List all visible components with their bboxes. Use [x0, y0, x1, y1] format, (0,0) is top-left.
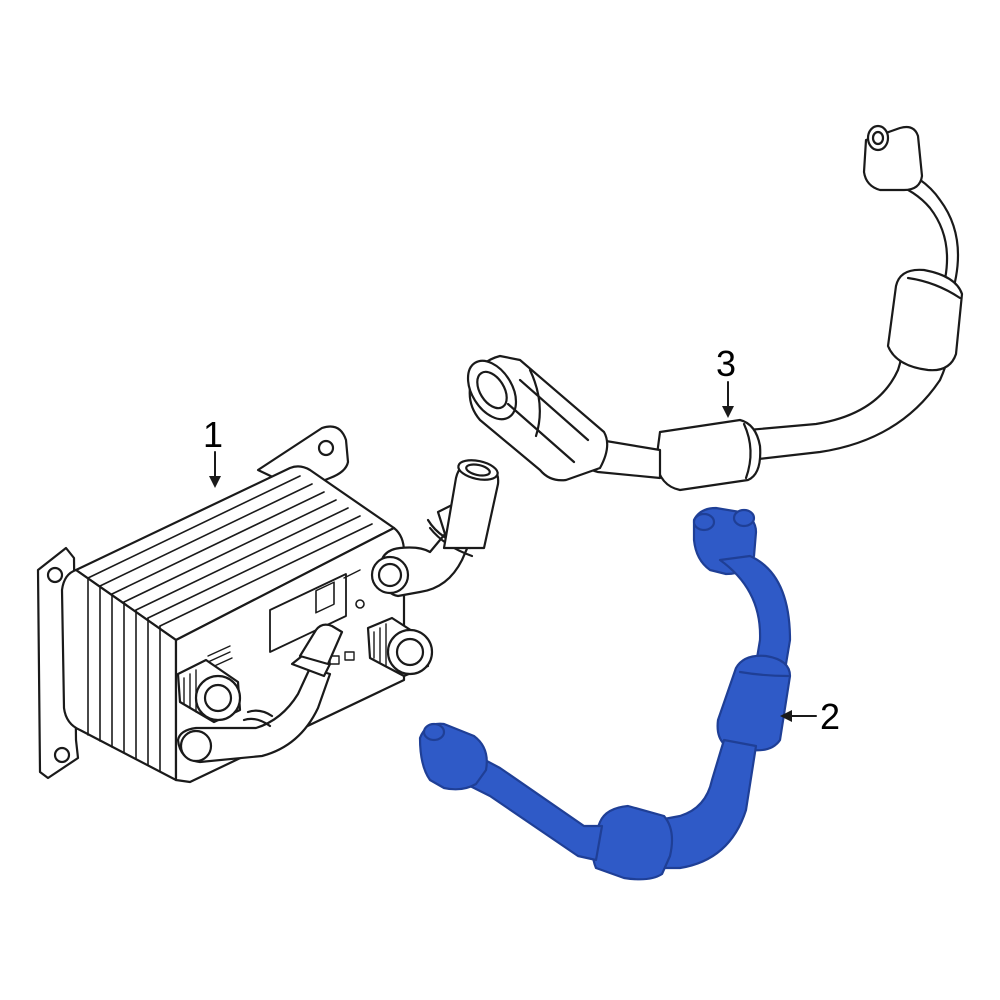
upper-line-ferrule-top-edge — [906, 276, 962, 300]
upper-line-ferrule-top — [886, 268, 964, 372]
upper-line-flange-top — [862, 124, 924, 192]
callout-label-1: 1 — [203, 414, 223, 455]
cooler-left-fitting — [176, 658, 242, 724]
cooler-lower-tube — [176, 623, 344, 764]
cooler-label-square — [315, 581, 335, 614]
lower-line-hose — [646, 738, 758, 870]
lower-line-ferrule-upper-edge — [738, 670, 790, 678]
cooler-line-upper[interactable]: 3 — [458, 124, 964, 492]
callout-arrow-3 — [722, 406, 734, 418]
oil-cooler[interactable]: 1 — [36, 414, 500, 784]
upper-line-ferrule-mid-seam — [742, 422, 752, 480]
callout-label-2: 2 — [820, 696, 840, 737]
cooler-right-fitting — [366, 616, 434, 678]
upper-line-ferrule-mid — [654, 418, 762, 492]
callout-arrow-2 — [780, 710, 792, 722]
cooler-side-ribs — [87, 577, 161, 772]
lower-line-upper-tube — [718, 554, 792, 666]
flange-bolt-hole-upper — [46, 566, 64, 584]
lower-line-flange-bottom — [418, 722, 488, 791]
cooler-elbow-tube-end — [442, 459, 500, 550]
cooler-line-highlighted[interactable]: 2 — [418, 506, 840, 881]
callout-label-3: 3 — [716, 343, 736, 384]
flange-bolt-hole-top — [317, 439, 335, 457]
flange-bolt-hole-lower — [53, 746, 71, 764]
upper-line-coupler — [466, 354, 609, 482]
cooler-top-ribs — [87, 475, 373, 627]
callout-arrow-1 — [209, 476, 221, 488]
lower-line-ferrule-upper — [716, 654, 792, 752]
cooler-marking-2 — [344, 651, 355, 661]
cooler-small-port — [355, 599, 365, 609]
lower-line-ferrule-lower — [591, 804, 674, 881]
